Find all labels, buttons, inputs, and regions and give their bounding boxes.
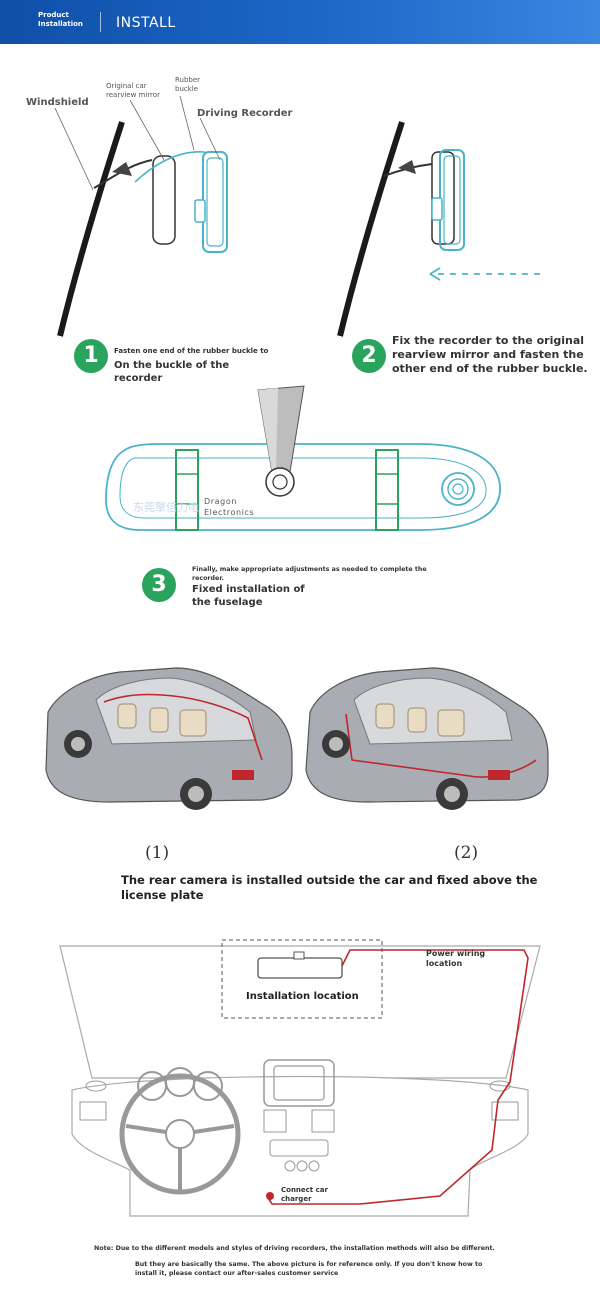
step-3-badge: 3: [142, 568, 176, 602]
note-lines: But they are basically the same. The abo…: [135, 1261, 483, 1277]
label-original-mirror: Original car rearview mirror: [106, 82, 160, 99]
rear-camera-caption: The rear camera is installed outside the…: [121, 873, 538, 902]
mirror-front-view: [105, 385, 501, 531]
header-divider: [100, 12, 101, 32]
power-wiring-label: Power wiring location: [426, 949, 486, 968]
windshield-illustration-1: [54, 95, 228, 337]
step-1-badge: 1: [74, 339, 108, 373]
header-bar: Product Installation INSTALL: [0, 0, 600, 44]
car-charger-label: Connect car charger: [281, 1186, 328, 1203]
car-label-2: (2): [454, 843, 479, 863]
dashboard-illustration: [59, 939, 541, 1217]
car-illustration-2: [305, 667, 549, 810]
label-driving-recorder: Driving Recorder: [197, 108, 293, 119]
step-3-small-text: Finally, make appropriate adjustments as…: [192, 566, 427, 582]
page-title: INSTALL: [116, 15, 176, 31]
step-1-small-text: Fasten one end of the rubber buckle to: [114, 347, 269, 355]
car-illustration-1: [45, 667, 293, 810]
step-2-badge: 2: [352, 339, 386, 373]
note-line-1: Note: Due to the different models and st…: [94, 1245, 495, 1252]
car-label-1: (1): [145, 843, 170, 863]
mirror-brand: Dragon Electronics: [204, 497, 255, 517]
step-3-text: Fixed installation of the fuselage: [192, 584, 305, 608]
installation-location-label: Installation location: [246, 991, 359, 1002]
step-1-text: On the buckle of the recorder: [114, 360, 230, 384]
step-2-text: Fix the recorder to the original rearvie…: [392, 334, 588, 375]
label-rubber-buckle: Rubber buckle: [175, 76, 201, 93]
watermark: 东莞擎倍力电: [133, 501, 199, 514]
label-windshield: Windshield: [26, 97, 89, 108]
windshield-illustration-2: [337, 121, 540, 337]
header-subtitle: Product Installation: [38, 11, 83, 28]
